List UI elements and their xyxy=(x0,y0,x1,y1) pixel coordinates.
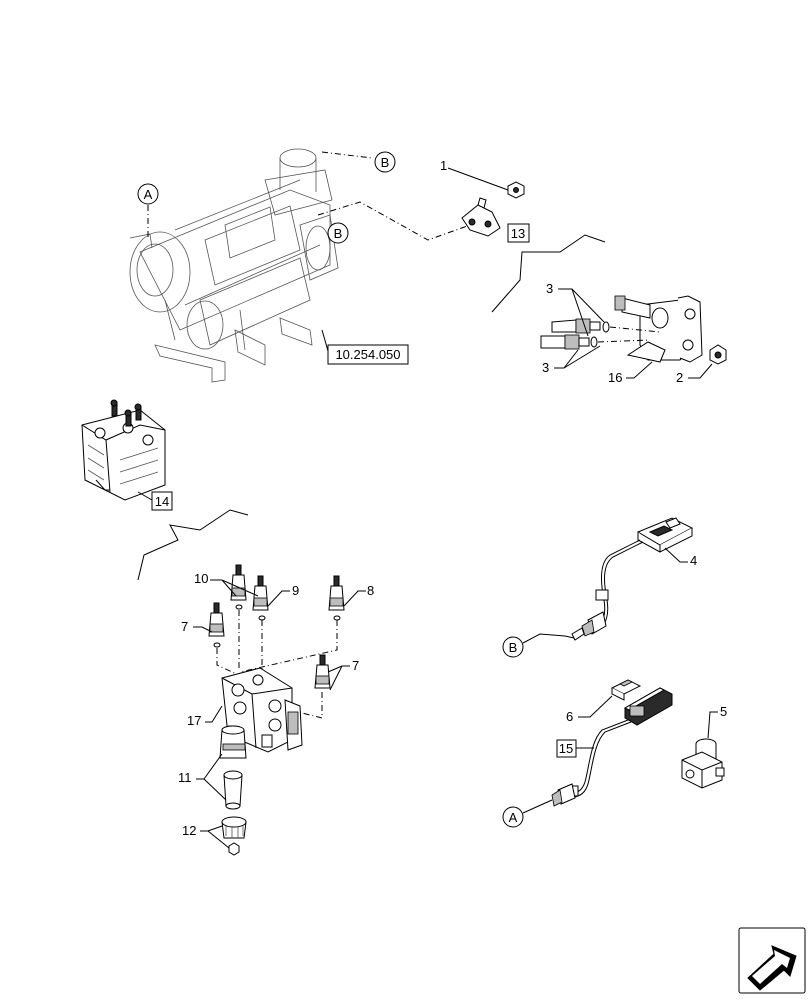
svg-text:A: A xyxy=(144,187,153,202)
connector-a-top: A xyxy=(137,183,159,205)
svg-text:15: 15 xyxy=(559,741,573,756)
svg-text:13: 13 xyxy=(511,226,525,241)
callout-3-upper: 3 xyxy=(546,281,605,337)
svg-text:11: 11 xyxy=(178,770,192,785)
svg-text:B: B xyxy=(334,226,343,241)
break-line-top xyxy=(491,234,606,313)
svg-text:17: 17 xyxy=(187,713,201,728)
next-page-arrow-icon[interactable] xyxy=(738,927,806,994)
svg-text:1: 1 xyxy=(440,158,447,173)
ref-box-13: 13 xyxy=(507,223,530,243)
callout-2: 2 xyxy=(676,363,713,385)
sensor-probe-part-3 xyxy=(540,318,661,350)
callout-12: 12 xyxy=(182,823,230,849)
nut-part-2 xyxy=(709,344,727,365)
callout-4: 4 xyxy=(664,547,697,568)
fitting-part-9 xyxy=(252,575,269,621)
callout-1: 1 xyxy=(440,158,509,191)
svg-text:A: A xyxy=(509,810,518,825)
pipe-path-to-sensor xyxy=(317,201,471,241)
callout-8: 8 xyxy=(343,583,374,607)
svg-text:14: 14 xyxy=(155,494,169,509)
fitting-part-7-right xyxy=(314,654,331,689)
reference-box-10-254-050: 10.254.050 xyxy=(327,344,409,365)
callout-17: 17 xyxy=(187,705,223,728)
svg-text:B: B xyxy=(381,155,390,170)
fitting-part-8 xyxy=(328,575,345,621)
filter-cap-part-12 xyxy=(221,816,247,856)
callout-7-left: 7 xyxy=(181,619,213,634)
connector-b-mid: B xyxy=(327,222,349,244)
svg-text:2: 2 xyxy=(676,370,683,385)
break-line-middle xyxy=(137,509,249,581)
callout-11: 11 xyxy=(178,753,227,801)
ref-box-15: 15 xyxy=(556,739,594,758)
temp-sensor-part-4 xyxy=(571,517,694,641)
svg-text:3: 3 xyxy=(546,281,553,296)
svg-text:10: 10 xyxy=(194,571,208,586)
svg-text:9: 9 xyxy=(292,583,299,598)
sensor-harness-part-15 xyxy=(551,687,673,807)
valve-part-5 xyxy=(681,738,725,789)
callout-7-right: 7 xyxy=(327,658,359,691)
svg-text:5: 5 xyxy=(720,704,727,719)
svg-text:7: 7 xyxy=(181,619,188,634)
connector-b-right: B xyxy=(502,633,575,658)
sensor-module-part-16 xyxy=(614,295,703,363)
svg-text:B: B xyxy=(509,640,518,655)
connector-b-top: B xyxy=(374,151,396,173)
svg-text:16: 16 xyxy=(608,370,622,385)
filter-part-11 xyxy=(219,725,247,810)
svg-text:10.254.050: 10.254.050 xyxy=(335,347,400,362)
callout-10: 10 xyxy=(194,571,259,597)
callout-9: 9 xyxy=(267,583,299,607)
svg-text:12: 12 xyxy=(182,823,196,838)
svg-text:4: 4 xyxy=(690,553,697,568)
fitting-part-7-left xyxy=(208,602,225,648)
aftertreatment-muffler xyxy=(129,148,339,383)
connector-plug-part-6 xyxy=(610,679,642,701)
svg-text:8: 8 xyxy=(367,583,374,598)
svg-text:7: 7 xyxy=(352,658,359,673)
callout-5: 5 xyxy=(707,704,727,739)
svg-text:3: 3 xyxy=(542,360,549,375)
callout-6: 6 xyxy=(566,695,613,724)
dosing-assembly-part-14 xyxy=(81,399,166,501)
ref-box-14: 14 xyxy=(137,491,173,511)
sensor-bracket-part-13 xyxy=(461,197,501,237)
callout-3-lower: 3 xyxy=(542,345,601,375)
pipe-path-b-top xyxy=(321,151,373,159)
svg-text:6: 6 xyxy=(566,709,573,724)
callout-16: 16 xyxy=(608,361,653,385)
nut-part-1 xyxy=(507,181,525,199)
connector-a-bottom: A xyxy=(502,799,553,828)
